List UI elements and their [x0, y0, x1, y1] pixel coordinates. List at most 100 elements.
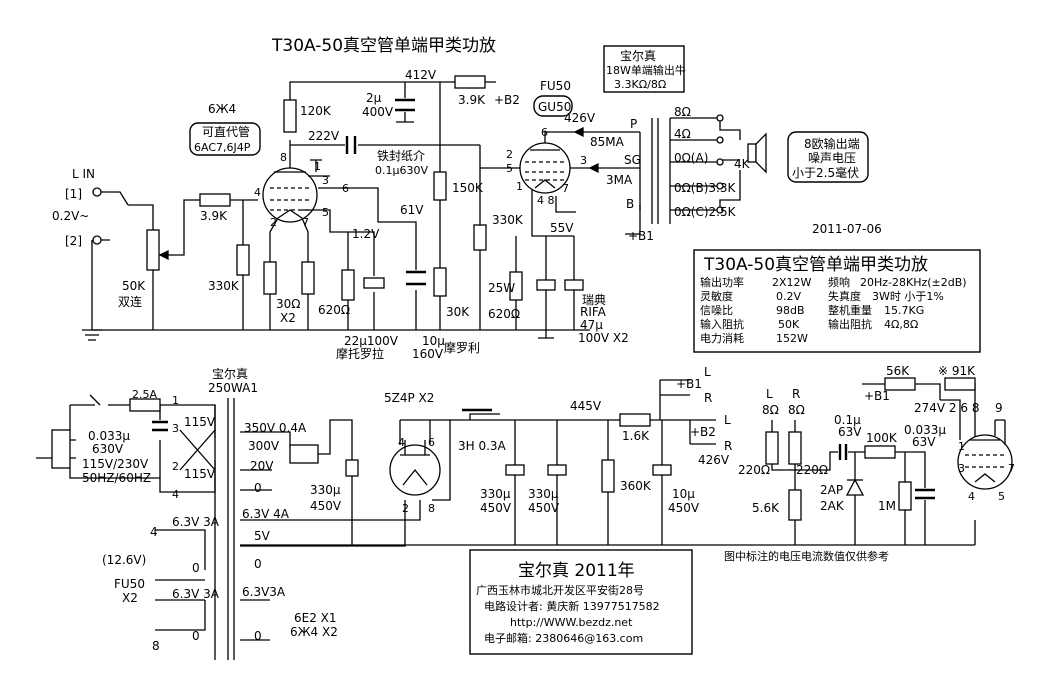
ind-56k: 5.6K: [752, 501, 780, 515]
tap-8: 8Ω: [674, 105, 691, 119]
ind-pin-1: 1: [958, 440, 965, 453]
h3-tubes-a: 6E2 X1: [294, 611, 337, 625]
spec-key: 输出功率: [700, 275, 744, 289]
psu-v426: 426V: [698, 453, 730, 467]
spec-value: 2X12W: [772, 276, 812, 289]
driver-pin-8: 8: [280, 151, 287, 164]
cap-2u-v: 400V: [362, 105, 394, 119]
tap-4k: 4K: [734, 157, 751, 171]
opt-title-c: 3.3KΩ/8Ω: [614, 78, 666, 91]
heater-resistor-count: X2: [280, 311, 296, 325]
cathode-wire: [302, 209, 375, 330]
cap-330c-shape: [547, 464, 567, 476]
input-level: 0.2V~: [52, 209, 89, 223]
spec-value: 98dB: [776, 304, 805, 317]
heater-resistor-a: [263, 261, 277, 295]
grid-stopper-value: 3.9K: [200, 209, 228, 223]
ind-diode-b: 2AK: [820, 499, 845, 513]
tap-0c: 0Ω(C)2.5K: [674, 205, 737, 219]
output-cathode-resistor-value: 620Ω: [488, 307, 520, 321]
driver-sub-box: [189, 122, 261, 156]
psu-b2-l: L: [724, 413, 731, 427]
pt-name-b: 250WA1: [208, 381, 258, 395]
grid-wire: [230, 199, 258, 330]
psu-b1-l: L: [704, 365, 711, 379]
ind-resistor-a: [765, 431, 779, 465]
screen-arrow-icon: [588, 162, 599, 174]
ind-cap-01-v: 63V: [838, 425, 862, 439]
pot-type: 双连: [118, 294, 142, 309]
spk-note-a: 8欧输出端: [804, 136, 860, 151]
cap-22u: 22μ100V: [344, 334, 399, 348]
plate-load-resistor: [283, 99, 297, 133]
heater-126: (12.6V): [102, 553, 146, 567]
spk-note-c: 小于2.5毫伏: [792, 165, 859, 180]
driver-tube-name: 6Ж4: [208, 102, 236, 116]
driver-sub-a: 可直代管: [202, 124, 250, 139]
v222-label: 222V: [308, 129, 340, 143]
volume-pot: [128, 199, 200, 330]
spec-box: [693, 249, 981, 353]
footer-box: [469, 549, 693, 655]
heater-resistor-value: 30Ω: [276, 297, 300, 311]
cap-330a-v: 450V: [310, 499, 342, 513]
v12-label: 1.2V: [352, 227, 380, 241]
divider-lower-resistor: [433, 267, 447, 297]
plate-load-value: 120K: [300, 104, 332, 118]
rect-pin-6: 6: [428, 436, 435, 449]
driver-pin-4: 4: [254, 186, 261, 199]
output-grid-leak-value: 330K: [492, 213, 524, 227]
cap-10ub-v: 450V: [668, 501, 700, 515]
heater-windings: [155, 529, 206, 631]
rect-pin-2: 2: [402, 502, 409, 515]
cap-330b-v: 450V: [480, 501, 512, 515]
footer-address: 广西玉林市城北开发区平安街28号: [476, 583, 644, 597]
ind-pin-3: 3: [958, 462, 965, 475]
ind-pin-4: 4: [968, 490, 975, 503]
cap-22u-brand: 摩托罗拉: [336, 346, 384, 361]
ind-r1m-value: 1M: [878, 499, 896, 513]
driver-pin-5: 5: [322, 206, 329, 219]
mains-fuse: [129, 398, 161, 412]
input-1-label: [1]: [65, 187, 82, 201]
fu50-pin-5: 5: [506, 162, 513, 175]
opt-b-label: B: [626, 197, 634, 211]
ind-cap-033-v: 63V: [912, 435, 936, 449]
pot-value: 50K: [122, 279, 146, 293]
hv-bus-wire: [450, 413, 690, 545]
divider-lower-value: 30K: [446, 305, 470, 319]
opt-title-box: [603, 45, 685, 93]
rectifier-name: 5Z4P X2: [384, 391, 434, 405]
ind-220b: 220Ω: [796, 463, 828, 477]
ind-pin-7: 7: [1008, 462, 1015, 475]
spec-key: 输出阻抗: [828, 317, 872, 331]
rect-pin-8: 8: [428, 502, 435, 515]
tap-0a: 0Ω(A): [674, 151, 708, 165]
ind-diode-icon: [845, 478, 865, 496]
output-tube-box-label: GU50: [538, 100, 571, 114]
pri-pin-3: 3: [172, 422, 179, 435]
psu-b1: +B1: [676, 377, 702, 391]
cap-10u: 10μ: [422, 334, 445, 348]
ind-v274: 274V 2 6 8: [914, 401, 979, 415]
output-tube-name: FU50: [540, 79, 571, 93]
sec-20: 20V: [250, 459, 274, 473]
pri-pin-2: 2: [172, 460, 179, 473]
driver-pin-3: 3: [322, 174, 329, 187]
input-label: L IN: [72, 167, 95, 181]
footer-designer: 电路设计者: 黄庆新 13977517582: [484, 599, 660, 613]
indicator-network-wires: [771, 420, 926, 545]
ind-l: L: [766, 387, 773, 401]
opt-b-wire: [625, 205, 641, 235]
cap-2u: 2μ: [366, 91, 382, 105]
input-jacks: [82, 187, 590, 341]
h2-label: 6.3V 3A: [172, 587, 220, 601]
heater-fu50: FU50: [114, 577, 145, 591]
spec-value: 152W: [776, 332, 808, 345]
rifa-a: 瑞典: [582, 293, 606, 307]
ind-r1m: [898, 481, 912, 511]
driver-screen-ground: [308, 159, 330, 177]
sec-0a: 0: [254, 481, 262, 495]
spk-note-b: 噪声电压: [808, 151, 856, 165]
coupling-cap-a: 铁封纸介: [377, 149, 425, 163]
